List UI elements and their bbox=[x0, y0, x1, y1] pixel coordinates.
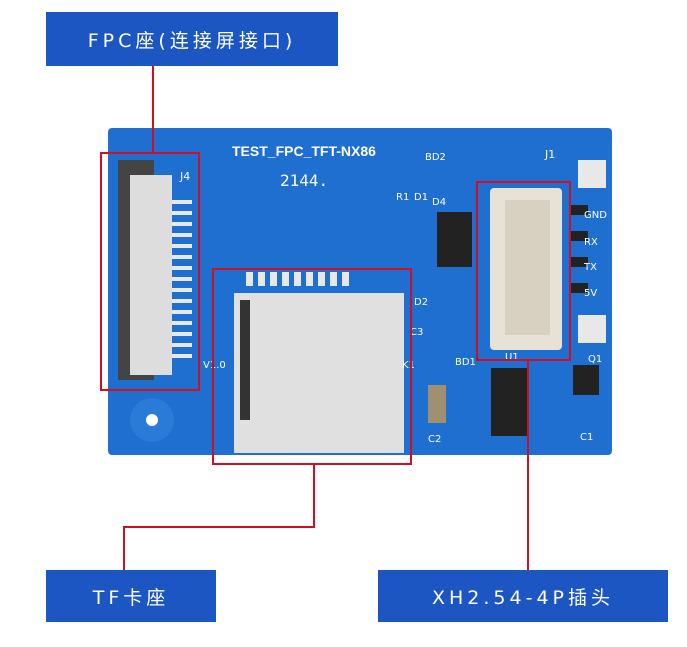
tf-callout-line bbox=[123, 464, 315, 570]
fpc-pin bbox=[172, 310, 192, 314]
fpc-pin bbox=[172, 233, 192, 237]
fpc-pin bbox=[172, 277, 192, 281]
pin-tx: TX bbox=[583, 262, 597, 273]
tf-card-socket bbox=[234, 272, 404, 453]
capacitor-c2 bbox=[428, 385, 446, 423]
pin-rx: RX bbox=[584, 237, 598, 248]
tf-pin bbox=[282, 272, 289, 286]
tf-pin bbox=[258, 272, 265, 286]
silk-q1: Q1 bbox=[588, 354, 602, 365]
silk-c3: C3 bbox=[410, 327, 423, 338]
fpc-pin bbox=[172, 211, 192, 215]
silk-date: 2144. bbox=[280, 171, 328, 190]
silk-c1: C1 bbox=[580, 432, 593, 443]
fpc-pin bbox=[172, 343, 192, 347]
xh-callout-label: XH2.54-4P插头 bbox=[378, 570, 668, 622]
xh-highlight-box bbox=[476, 181, 571, 361]
silk-j1: J1 bbox=[544, 148, 555, 161]
tf-highlight-box bbox=[212, 268, 412, 465]
pin-5v: 5V bbox=[584, 288, 597, 299]
tf-pin bbox=[318, 272, 325, 286]
tf-pin bbox=[246, 272, 253, 286]
diode-d4 bbox=[437, 212, 472, 267]
silk-c2: C2 bbox=[428, 434, 441, 445]
silk-u1: U1 bbox=[505, 352, 519, 363]
xh-pin bbox=[570, 257, 588, 267]
fpc-pin bbox=[172, 299, 192, 303]
regulator-u1 bbox=[491, 368, 528, 436]
fpc-highlight-box bbox=[100, 152, 200, 391]
tf-pin bbox=[294, 272, 301, 286]
transistor-q1 bbox=[573, 365, 599, 395]
silk-title: TEST_FPC_TFT-NX86 bbox=[232, 143, 376, 159]
silk-v10: V1.0 bbox=[203, 360, 226, 371]
tf-pin bbox=[270, 272, 277, 286]
tf-callout-label: TF卡座 bbox=[46, 570, 216, 622]
xh-connector bbox=[490, 188, 588, 350]
fpc-pin bbox=[172, 354, 192, 358]
fpc-pin bbox=[172, 244, 192, 248]
silk-d1: D1 bbox=[414, 192, 428, 203]
fpc-connector bbox=[118, 160, 192, 380]
silk-bd1: BD1 bbox=[455, 357, 476, 368]
silk-bd2: BD2 bbox=[425, 152, 446, 163]
xh-pin bbox=[570, 205, 588, 215]
xh-pin bbox=[570, 283, 588, 293]
tf-pin bbox=[330, 272, 337, 286]
fpc-pin bbox=[172, 222, 192, 226]
fpc-pin bbox=[172, 321, 192, 325]
fpc-pin bbox=[172, 266, 192, 270]
silk-d2: D2 bbox=[414, 297, 428, 308]
tf-pin bbox=[306, 272, 313, 286]
silk-k1: K1 bbox=[402, 360, 415, 371]
fpc-pin bbox=[172, 200, 192, 204]
xh-pin bbox=[570, 231, 588, 241]
silk-d4: D4 bbox=[432, 197, 446, 208]
tf-pin bbox=[342, 272, 349, 286]
fpc-pin bbox=[172, 255, 192, 259]
fpc-callout-label: FPC座(连接屏接口) bbox=[46, 12, 338, 66]
fpc-pin bbox=[172, 288, 192, 292]
fpc-pin bbox=[172, 332, 192, 336]
silk-j4: J4 bbox=[179, 170, 190, 183]
silk-r1: R1 bbox=[396, 192, 409, 203]
pin-gnd: GND bbox=[584, 210, 607, 221]
